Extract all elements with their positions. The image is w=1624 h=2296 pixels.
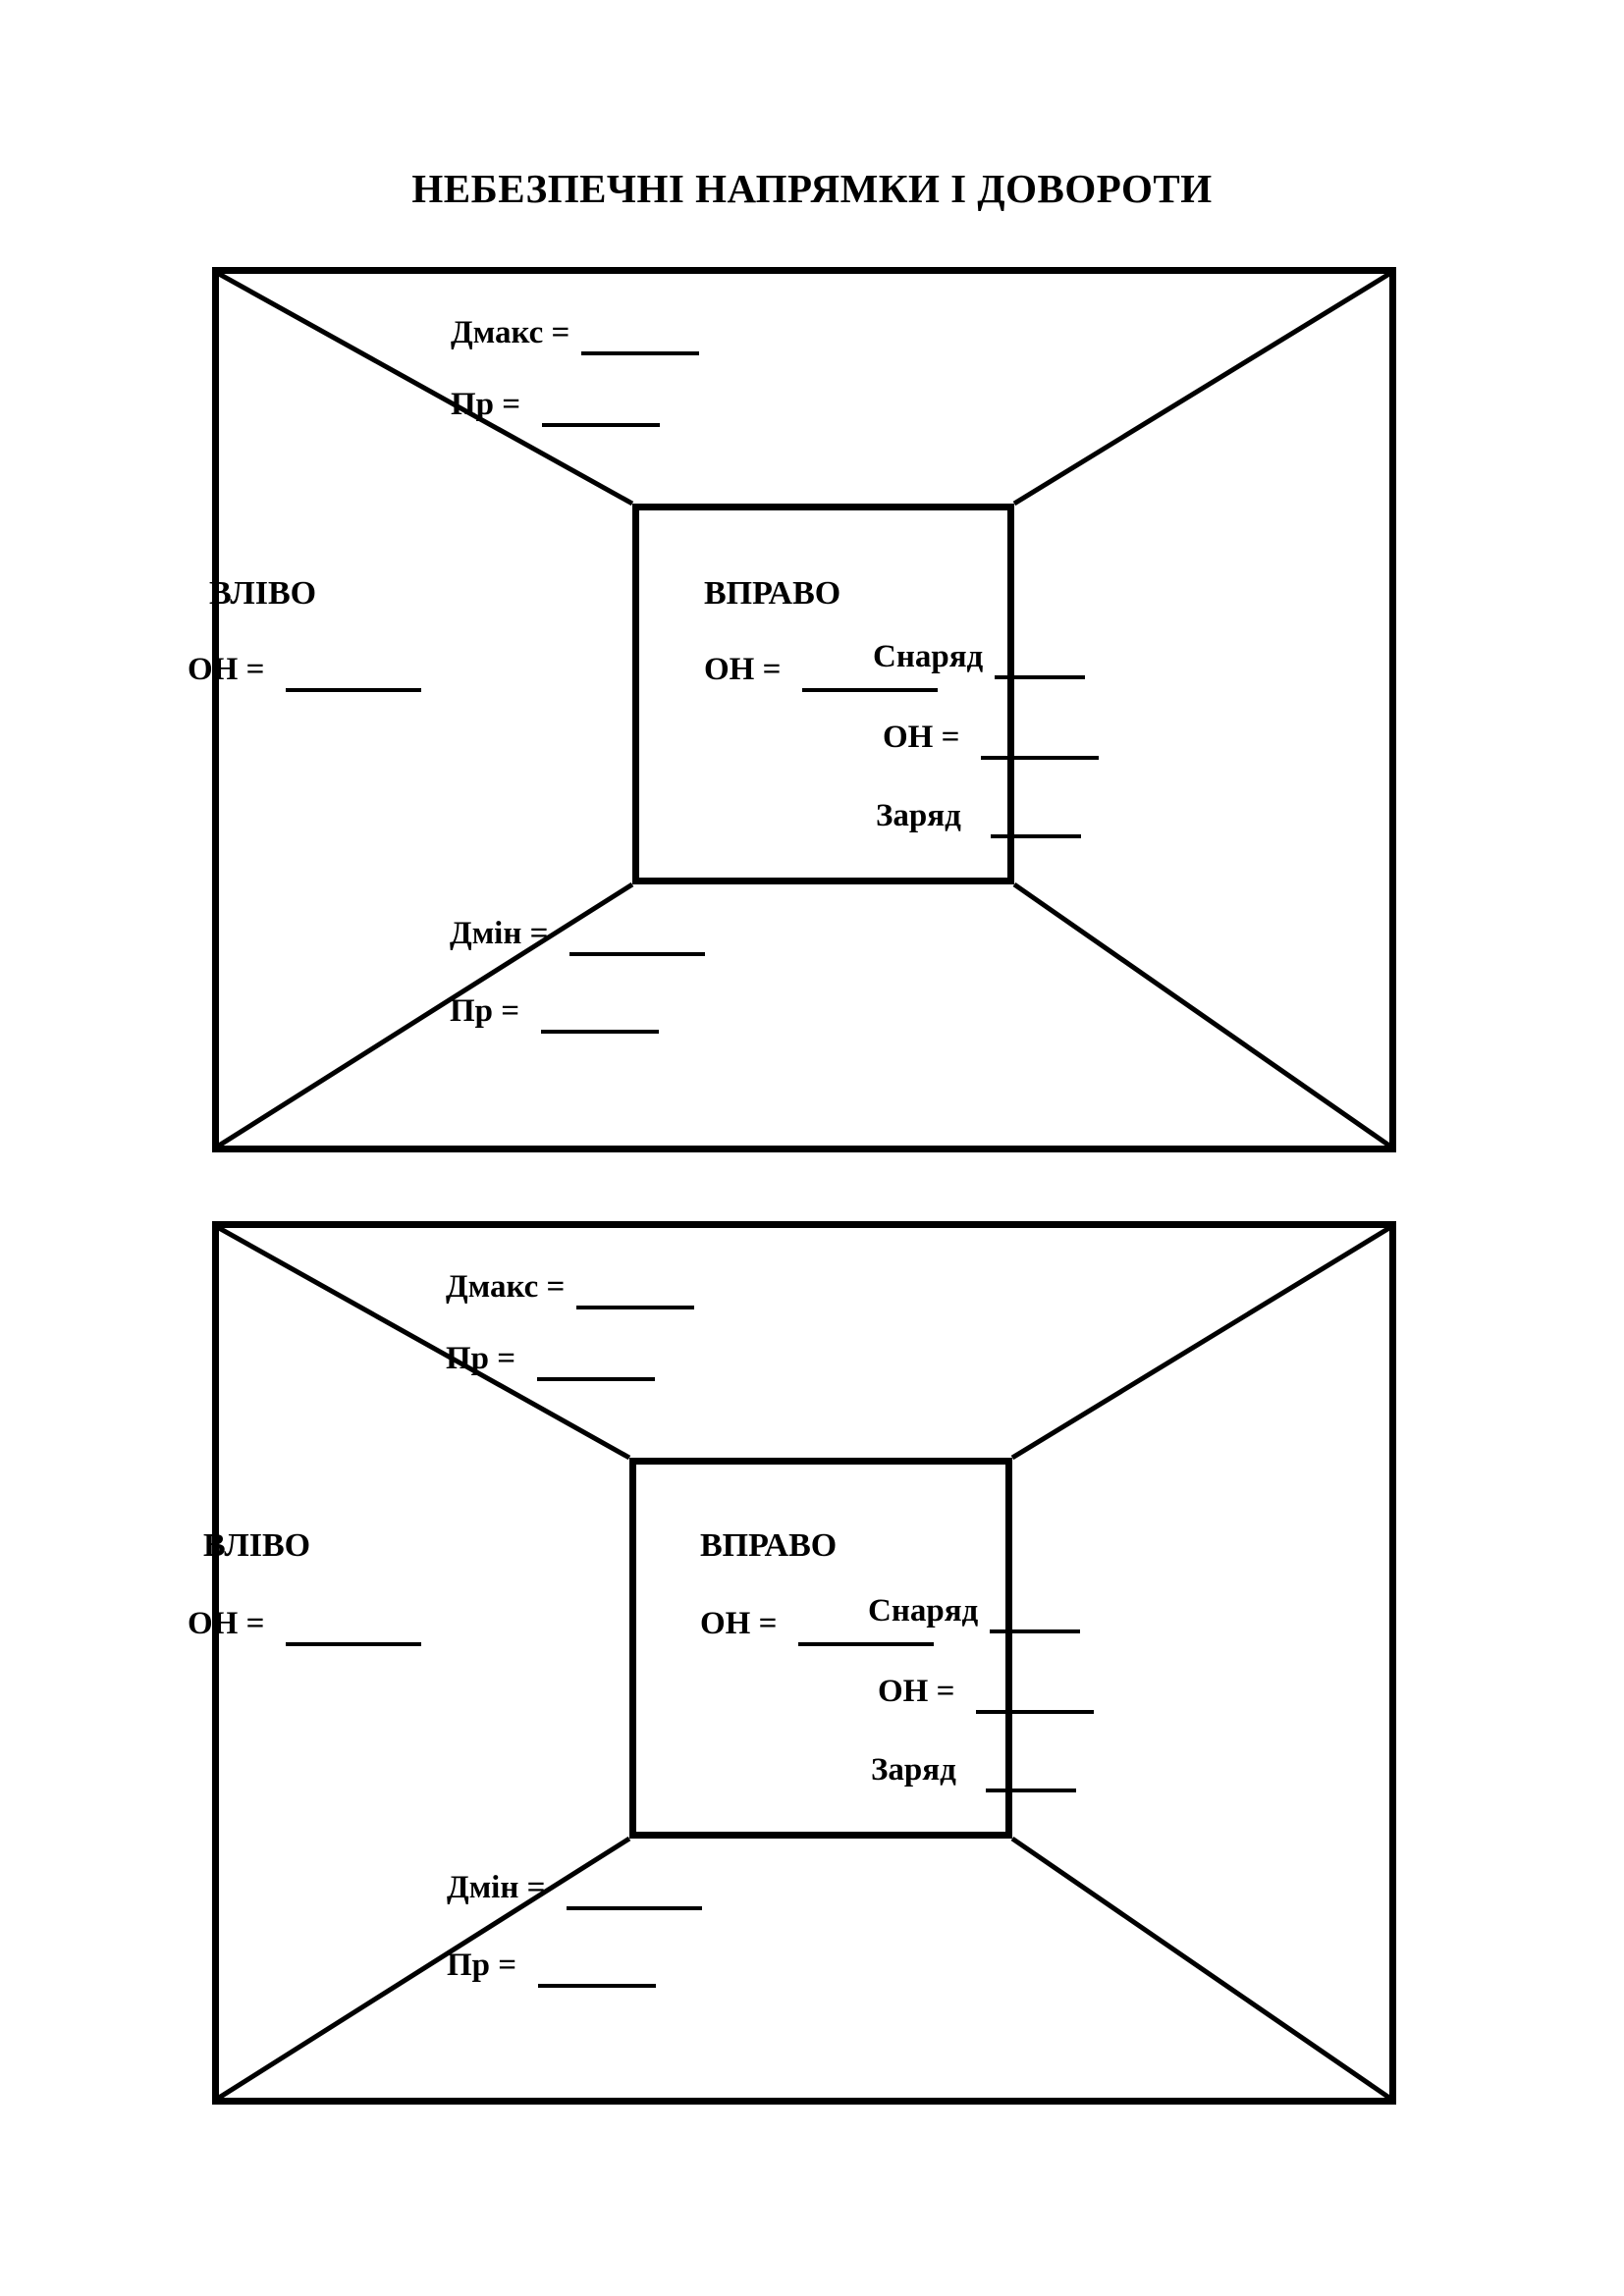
- field-label-dmin: Дмін =: [450, 916, 549, 951]
- inner-target-box-panel-2: Снаряд ОН = Заряд: [629, 1458, 1095, 1839]
- field-label-dmin: Дмін =: [447, 1870, 546, 1905]
- field-snaryad-panel-2: Снаряд: [868, 1593, 1081, 1633]
- field-label-on-right: ОН =: [704, 652, 782, 687]
- field-pr-top-panel-1: Пр =: [451, 387, 661, 427]
- field-blank-on-right[interactable]: [802, 688, 939, 692]
- field-dmax-panel-2: Дмакс =: [446, 1269, 695, 1309]
- field-blank-on-left[interactable]: [286, 1642, 422, 1646]
- field-blank-pr-top[interactable]: [542, 423, 661, 427]
- field-label-dmax: Дмакс =: [446, 1269, 566, 1305]
- heading-left-panel-2: ВЛІВО: [203, 1527, 311, 1564]
- field-label-pr-top: Пр =: [446, 1341, 516, 1376]
- field-pr-bottom-panel-1: Пр =: [450, 993, 660, 1034]
- heading-left-panel-1: ВЛІВО: [209, 575, 317, 612]
- field-on-left-panel-1: ОН =: [188, 652, 422, 692]
- field-label-zaryad: Заряд: [876, 798, 961, 833]
- field-label-snaryad: Снаряд: [873, 639, 984, 674]
- heading-right-panel-2: ВПРАВО: [700, 1527, 838, 1564]
- field-blank-on-left[interactable]: [286, 688, 422, 692]
- field-blank-on-center[interactable]: [981, 756, 1100, 760]
- field-blank-snaryad[interactable]: [990, 1629, 1081, 1633]
- field-zaryad-panel-1: Заряд: [876, 798, 1081, 838]
- field-dmin-panel-1: Дмін =: [450, 916, 706, 956]
- perspective-lines-2: [219, 1228, 1389, 2098]
- field-label-zaryad: Заряд: [871, 1752, 956, 1788]
- field-blank-zaryad[interactable]: [985, 1789, 1076, 1792]
- danger-diagram-panel-1: Дмакс = Пр = ВЛІВО ОН = ВПРАВО ОН = Снар…: [188, 267, 1396, 1152]
- field-pr-top-panel-2: Пр =: [446, 1341, 656, 1381]
- field-label-on-left: ОН =: [188, 1606, 265, 1641]
- field-on-center-panel-2: ОН =: [878, 1674, 1095, 1714]
- heading-right-panel-1: ВПРАВО: [704, 575, 841, 612]
- field-on-left-panel-2: ОН =: [188, 1606, 422, 1646]
- field-dmin-panel-2: Дмін =: [447, 1870, 703, 1910]
- field-zaryad-panel-2: Заряд: [871, 1752, 1076, 1792]
- field-blank-zaryad[interactable]: [990, 834, 1081, 838]
- field-label-on-center: ОН =: [878, 1674, 955, 1709]
- field-label-on-right: ОН =: [700, 1606, 778, 1641]
- field-pr-bottom-panel-2: Пр =: [447, 1948, 657, 1988]
- field-label-pr-top: Пр =: [451, 387, 521, 422]
- field-blank-dmin[interactable]: [569, 952, 706, 956]
- field-blank-on-center[interactable]: [976, 1710, 1095, 1714]
- field-snaryad-panel-1: Снаряд: [873, 639, 1086, 679]
- perspective-lines-1: [219, 274, 1389, 1146]
- field-blank-snaryad[interactable]: [995, 675, 1086, 679]
- field-blank-dmax[interactable]: [581, 351, 700, 355]
- field-label-on-center: ОН =: [883, 720, 960, 755]
- field-label-snaryad: Снаряд: [868, 1593, 979, 1629]
- field-on-right-panel-1: ОН =: [704, 652, 939, 692]
- field-label-pr-bottom: Пр =: [450, 993, 520, 1029]
- field-on-center-panel-1: ОН =: [883, 720, 1100, 760]
- field-blank-on-right[interactable]: [798, 1642, 935, 1646]
- field-on-right-panel-2: ОН =: [700, 1606, 935, 1646]
- field-blank-pr-bottom[interactable]: [541, 1030, 660, 1034]
- field-label-dmax: Дмакс =: [451, 315, 570, 350]
- field-label-pr-bottom: Пр =: [447, 1948, 517, 1983]
- field-blank-dmax[interactable]: [576, 1306, 695, 1309]
- field-blank-pr-bottom[interactable]: [538, 1984, 657, 1988]
- field-dmax-panel-1: Дмакс =: [451, 315, 700, 355]
- danger-diagram-panel-2: Дмакс = Пр = ВЛІВО ОН = ВПРАВО ОН = Снар…: [188, 1221, 1396, 2105]
- field-blank-dmin[interactable]: [567, 1906, 703, 1910]
- field-blank-pr-top[interactable]: [537, 1377, 656, 1381]
- field-label-on-left: ОН =: [188, 652, 265, 687]
- inner-target-box-panel-1: Снаряд ОН = Заряд: [632, 504, 1100, 884]
- page-title: НЕБЕЗПЕЧНІ НАПРЯМКИ І ДОВОРОТИ: [411, 166, 1213, 211]
